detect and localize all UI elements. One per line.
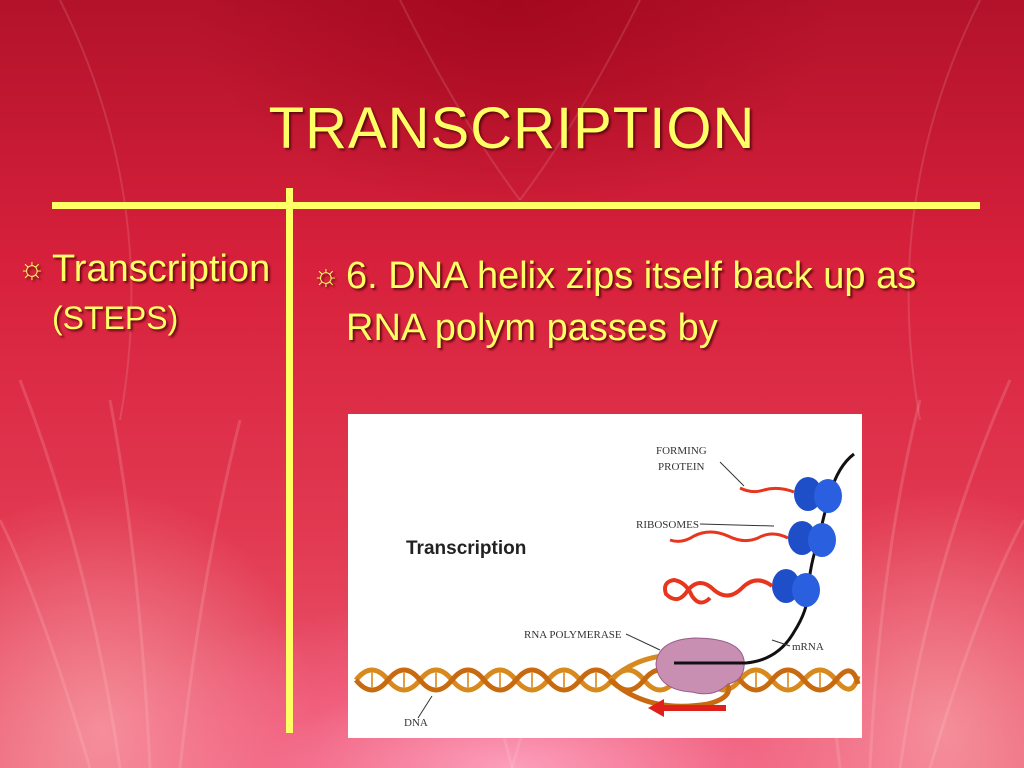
sun-bullet-icon: ☼ [312, 259, 340, 292]
label-forming-protein-1: FORMING [656, 445, 707, 457]
protein-chain-bottom [663, 577, 774, 605]
ribosome-top [794, 477, 842, 513]
diagram-heading: Transcription [406, 538, 526, 559]
protein-chain-middle [669, 530, 789, 543]
right-bullet-text: 6. DNA helix zips itself back up as RNA … [346, 255, 917, 349]
label-dna: DNA [404, 717, 428, 729]
dna-helix [354, 652, 861, 709]
left-bullet-text: Transcription [52, 248, 271, 290]
rna-polymerase-shape [655, 637, 745, 695]
label-forming-protein-2: PROTEIN [658, 461, 705, 473]
sun-bullet-icon: ☼ [18, 252, 46, 285]
transcription-diagram: Transcription [348, 414, 862, 738]
label-ribosomes: RIBOSOMES [636, 519, 699, 531]
left-bullet-subtext: (STEPS) [52, 300, 179, 336]
direction-arrow [648, 699, 726, 717]
protein-chain-top [739, 486, 795, 494]
slide-title: TRANSCRIPTION [268, 96, 756, 161]
ribosome-middle [788, 521, 836, 557]
ribosome-bottom [772, 569, 820, 607]
vertical-divider [286, 188, 293, 733]
left-bullet: ☼ Transcription (STEPS) [18, 246, 273, 337]
label-mrna: mRNA [792, 641, 824, 653]
label-rna-polymerase: RNA POLYMERASE [524, 629, 622, 641]
right-bullet: ☼ 6. DNA helix zips itself back up as RN… [312, 250, 952, 354]
horizontal-divider [52, 202, 980, 209]
